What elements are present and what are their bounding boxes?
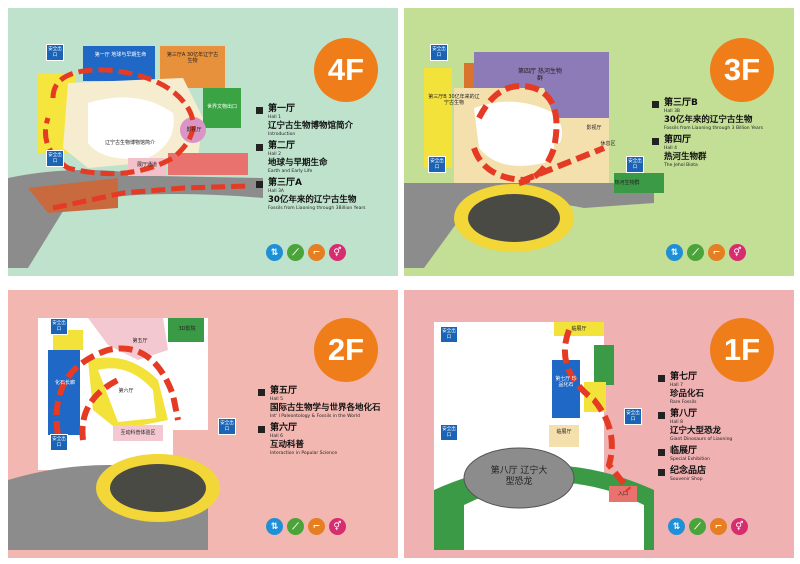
escalator-icon: ⟋ — [689, 518, 706, 535]
restroom-icon: ⚥ — [729, 244, 746, 261]
facility-icons-2f: ⇅ ⟋ ⌐ ⚥ — [266, 518, 346, 535]
map-label-hall-4: 第四厅 热河生物群 — [518, 68, 562, 82]
restroom-icon: ⚥ — [329, 244, 346, 261]
floor-badge-2f: 2F — [314, 318, 378, 382]
legend-bullet — [652, 138, 659, 145]
exit-sign-3f-c: 安全出口 — [626, 156, 644, 173]
stairs-icon: ⌐ — [308, 244, 325, 261]
floor-badge-1f: 1F — [710, 318, 774, 382]
legend-hall-7: 第七厅 Hall 7 珍品化石 Rare Fossils — [658, 372, 792, 406]
legend-bullet — [256, 144, 263, 151]
floor-2f-map — [8, 318, 220, 550]
exit-sign-4f-b: 安全出口 — [46, 150, 64, 167]
elevator-icon: ⇅ — [266, 244, 283, 261]
elevator-icon: ⇅ — [666, 244, 683, 261]
map-label-3d-cinema: 3D影院 — [178, 326, 196, 332]
facility-icons-3f: ⇅ ⟋ ⌐ ⚥ — [666, 244, 746, 261]
map-label-interact: 互动科普体验区 — [120, 430, 156, 436]
map-label-hall-6: 第六厅 — [118, 388, 134, 394]
legend-bullet — [256, 107, 263, 114]
floor-3f-panel: 安全出口 安全出口 安全出口 第四厅 热河生物群 第三厅B 30亿年来的辽宁古生… — [404, 8, 794, 276]
exit-sign-3f-a: 安全出口 — [430, 44, 448, 61]
exit-sign-2f-c: 安全出口 — [218, 418, 236, 435]
legend-bullet — [258, 426, 265, 433]
elevator-icon: ⇅ — [266, 518, 283, 535]
restroom-icon: ⚥ — [329, 518, 346, 535]
escalator-icon: ⟋ — [287, 518, 304, 535]
map-label-hall-1: 第一厅 地球与早期生命 — [94, 52, 147, 58]
legend-hall-5: 第五厅 Hall 5 国际古生物学与世界各地化石 Int' l Paleonto… — [258, 386, 396, 420]
map-label-entry: 入口 — [617, 491, 628, 497]
facility-icons-1f: ⇅ ⟋ ⌐ ⚥ — [668, 518, 748, 535]
legend-hall-8: 第八厅 Hall 8 辽宁大型恐龙 Giant Dinosaurs of Lia… — [658, 409, 792, 443]
map-label-hall-5: 第五厅 — [132, 338, 148, 344]
hall-legend-3f: 第三厅B Hall 3B 30亿年来的辽宁古生物 Fossils from Li… — [652, 98, 792, 172]
map-label-top: 临展厅 — [571, 326, 587, 332]
escalator-icon: ⟋ — [287, 244, 304, 261]
map-label-fossil: 化石长廊 — [54, 380, 75, 386]
legend-bullet — [258, 389, 265, 396]
hall-legend-2f: 第五厅 Hall 5 国际古生物学与世界各地化石 Int' l Paleonto… — [258, 386, 396, 460]
restroom-icon: ⚥ — [731, 518, 748, 535]
legend-bullet — [658, 412, 665, 419]
exit-sign-1f-b: 安全出口 — [440, 424, 458, 441]
floor-badge-4f: 4F — [314, 38, 378, 102]
legend-hall-4: 第四厅 Hall 4 热河生物群 The Jehol Biota — [652, 135, 792, 169]
legend-hall-3a: 第三厅A Hall 3A 30亿年来的辽宁古生物 Fossils from Li… — [256, 178, 394, 212]
legend-bullet — [256, 181, 263, 188]
map-label-center: 辽宁古生物博物馆简介 — [104, 140, 155, 146]
facility-icons-4f: ⇅ ⟋ ⌐ ⚥ — [266, 244, 346, 261]
elevator-icon: ⇅ — [668, 518, 685, 535]
legend-special-exhibition: 临展厅 Special Exhibition — [658, 446, 792, 463]
stairs-icon: ⌐ — [710, 518, 727, 535]
map-label-temp-hall: 临展厅 — [556, 429, 572, 435]
stairs-icon: ⌐ — [308, 518, 325, 535]
legend-hall-1: 第一厅 Hall 1 辽宁古生物博物馆简介 Introduction — [256, 104, 394, 138]
map-label-hall-7: 第七厅 珍品化石 — [555, 376, 577, 388]
stairs-icon: ⌐ — [708, 244, 725, 261]
map-label-shadow-hall: 影视厅 — [586, 125, 602, 131]
hall-legend-4f: 第一厅 Hall 1 辽宁古生物博物馆简介 Introduction 第二厅 H… — [256, 104, 394, 215]
floor-4f-map — [8, 46, 263, 268]
hall-legend-1f: 第七厅 Hall 7 珍品化石 Rare Fossils 第八厅 Hall 8 … — [658, 372, 792, 486]
legend-bullet — [658, 375, 665, 382]
map-label-rest-area: 休息区 — [600, 141, 616, 147]
floor-3f-map — [404, 52, 664, 268]
legend-bullet — [658, 449, 665, 456]
floor-1f-map — [434, 322, 654, 550]
escalator-icon: ⟋ — [687, 244, 704, 261]
floor-4f-panel: 安全出口 安全出口 第一厅 地球与早期生命 第三厅A 30亿年辽宁古生物 世界文… — [8, 8, 398, 276]
exit-sign-1f-a: 安全出口 — [440, 326, 458, 343]
floor-1f-panel: 安全出口 安全出口 安全出口 临展厅 第七厅 珍品化石 临展厅 第八厅 辽宁大型… — [404, 290, 794, 558]
map-label-dinosaur-oval: 第八厅 辽宁大型恐龙 — [490, 466, 548, 487]
floor-badge-3f: 3F — [710, 38, 774, 102]
map-label-corridor: 展厅通道 — [136, 162, 157, 168]
legend-bullet — [658, 469, 665, 476]
legend-hall-3b: 第三厅B Hall 3B 30亿年来的辽宁古生物 Fossils from Li… — [652, 98, 792, 132]
exit-sign-3f-b: 安全出口 — [428, 156, 446, 173]
map-label-hall-3b: 第三厅B 30亿年来的辽宁古生物 — [428, 94, 480, 106]
map-label-exit-world: 世界文物出口 — [206, 104, 237, 110]
floor-2f-panel: 安全出口 安全出口 安全出口 3D影院 第五厅 化石长廊 第六厅 互动科普体验区… — [8, 290, 398, 558]
map-label-hall-3a: 第三厅A 30亿年辽宁古生物 — [166, 52, 219, 64]
legend-bullet — [652, 101, 659, 108]
legend-hall-2: 第二厅 Hall 2 地球与早期生命 Earth and Early Life — [256, 141, 394, 175]
map-label-shadow-hall: 影视厅 — [186, 127, 202, 133]
exit-sign-2f-a: 安全出口 — [50, 318, 68, 335]
exit-sign-1f-c: 安全出口 — [624, 408, 642, 425]
exit-sign-4f-a: 安全出口 — [46, 44, 64, 61]
map-label-lake: 热河生物群 — [614, 180, 640, 186]
legend-souvenir-shop: 纪念品店 Souvenir Shop — [658, 466, 792, 483]
legend-hall-6: 第六厅 Hall 6 互动科普 Interaction in Popular S… — [258, 423, 396, 457]
exit-sign-2f-b: 安全出口 — [50, 434, 68, 451]
